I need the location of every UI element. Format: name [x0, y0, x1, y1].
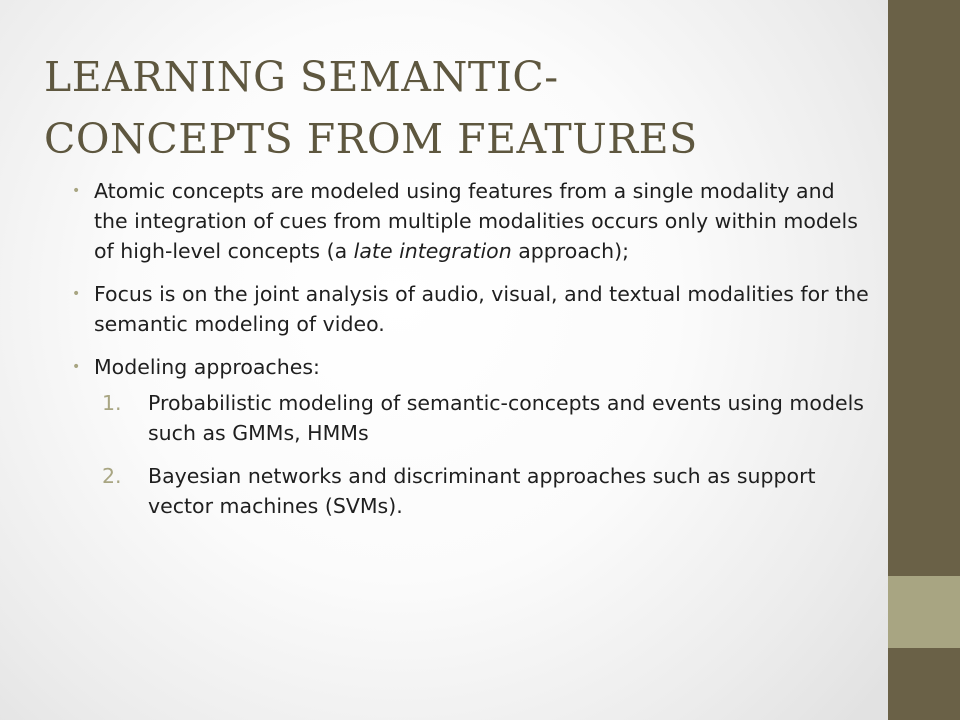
bullet-item-atomic-concepts: • Atomic concepts are modeled using feat… [72, 176, 872, 266]
bullet-text-part: approach); [511, 239, 630, 263]
slide-title: LEARNING SEMANTIC- CONCEPTS FROM FEATURE… [44, 46, 864, 170]
sub-item-probabilistic: 1. Probabilistic modeling of semantic-co… [94, 388, 872, 448]
decorative-side-bar [888, 0, 960, 720]
numbered-sub-list: 1. Probabilistic modeling of semantic-co… [94, 388, 872, 521]
bullet-emphasis: late integration [353, 239, 512, 263]
bullet-text: Atomic concepts are modeled using featur… [94, 179, 858, 263]
sub-item-number: 1. [102, 391, 122, 415]
bullet-text: Modeling approaches: [94, 355, 320, 379]
slide-title-line-2: CONCEPTS FROM FEATURES [44, 115, 698, 163]
bullet-text-part: Atomic concepts are modeled using featur… [94, 179, 858, 263]
side-bar-accent-block [888, 576, 960, 648]
bullet-marker: • [72, 286, 81, 302]
bullet-item-focus: • Focus is on the joint analysis of audi… [72, 279, 872, 339]
sub-item-text: Probabilistic modeling of semantic-conce… [148, 391, 864, 445]
sub-item-bayesian: 2. Bayesian networks and discriminant ap… [94, 461, 872, 521]
bullet-text: Focus is on the joint analysis of audio,… [94, 282, 869, 336]
bullet-marker: • [72, 359, 81, 375]
sub-item-number: 2. [102, 464, 122, 488]
sub-item-text: Bayesian networks and discriminant appro… [148, 464, 816, 518]
bullet-list: • Atomic concepts are modeled using feat… [72, 176, 872, 534]
bullet-item-modeling-approaches: • Modeling approaches: 1. Probabilistic … [72, 352, 872, 521]
slide-title-line-1: LEARNING SEMANTIC- [44, 53, 559, 101]
side-bar-top-block [888, 0, 960, 576]
side-bar-bottom-block [888, 648, 960, 720]
bullet-marker: • [72, 183, 81, 199]
